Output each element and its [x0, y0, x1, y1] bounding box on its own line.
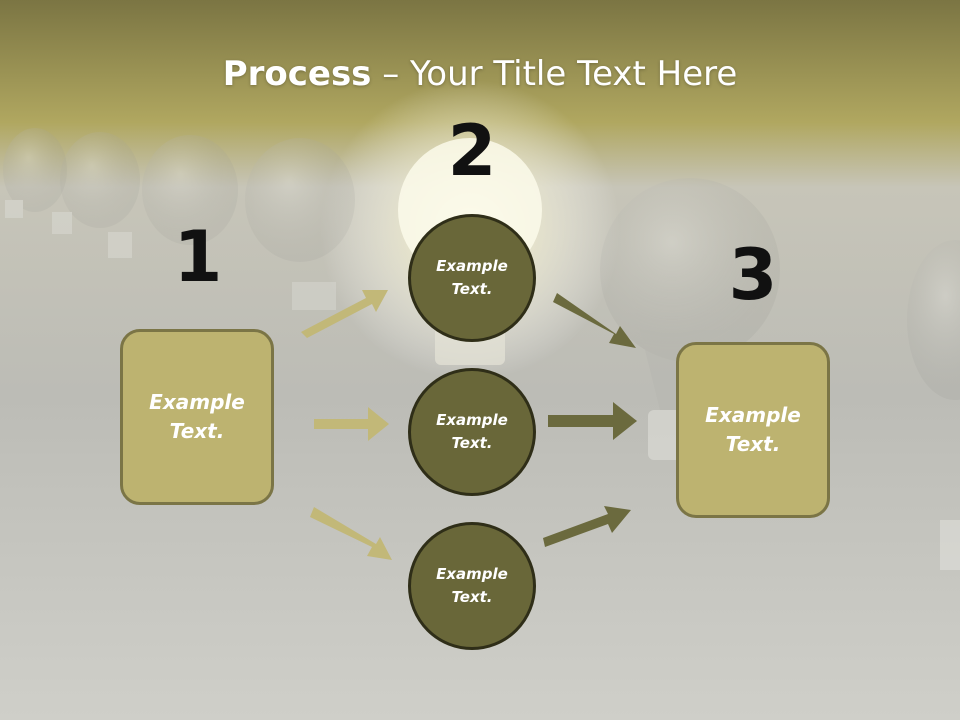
step-2-circle-top: Example Text. — [408, 214, 536, 342]
step-number-2: 2 — [447, 110, 497, 192]
arrow-middle-to-3 — [548, 402, 637, 440]
arrow-1-to-middle — [314, 407, 389, 441]
arrow-1-to-bottom — [310, 507, 392, 560]
step-2-circle-bottom: Example Text. — [408, 522, 536, 650]
step-number-1: 1 — [173, 216, 223, 298]
circle-bottom-text: Example Text. — [436, 565, 508, 606]
step-1-text: Example Text. — [149, 390, 245, 443]
step-3-text: Example Text. — [705, 403, 801, 456]
title-bold: Process — [222, 54, 372, 94]
circle-top-text: Example Text. — [436, 257, 508, 298]
step-3-box: Example Text. — [676, 342, 830, 518]
step-1-box: Example Text. — [120, 329, 274, 505]
arrow-1-to-top — [301, 290, 388, 338]
circle-middle-text: Example Text. — [436, 411, 508, 452]
step-number-3: 3 — [728, 234, 778, 316]
arrow-bottom-to-3 — [543, 506, 631, 547]
title-rest: – Your Title Text Here — [371, 54, 738, 94]
arrow-top-to-3 — [553, 293, 636, 348]
step-2-circle-middle: Example Text. — [408, 368, 536, 496]
slide-title: Process – Your Title Text Here — [0, 52, 960, 96]
